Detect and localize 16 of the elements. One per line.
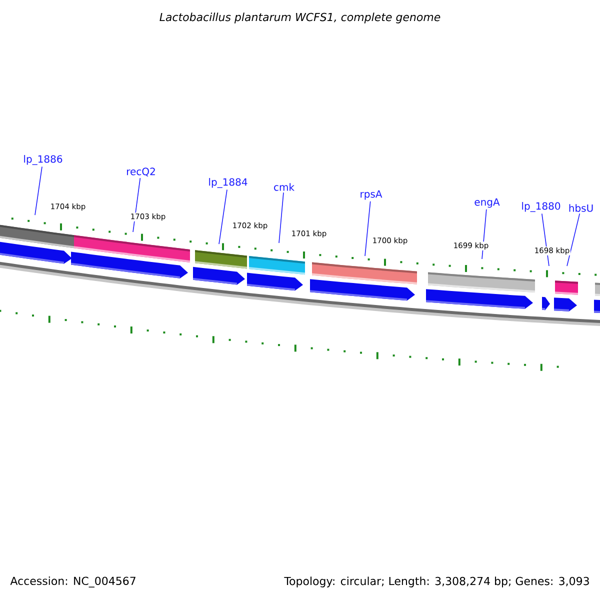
gene-label: recQ2 — [127, 168, 155, 176]
leader-line — [34, 166, 42, 216]
gene-label: cmk — [274, 183, 294, 191]
gene-label: hbsU — [569, 204, 593, 212]
gene-label: rpsA — [360, 190, 382, 200]
gene-label: lp_1886 — [24, 155, 62, 165]
footer-text: Accession: NC_004567 — [10, 576, 136, 588]
footer-text: Topology: circular; Length: 3,308,274 bp; Genes: 3,093 — [284, 576, 589, 588]
gene-label: lp_1880 — [522, 202, 560, 212]
leader-line — [278, 192, 284, 244]
leader-line — [364, 200, 371, 256]
gene-label: lp_1884 — [209, 178, 248, 188]
gene-label: engA — [474, 198, 500, 208]
title: Lactobacillus plantarum WCFS1, complete genome — [160, 12, 440, 24]
leader-line — [218, 189, 228, 244]
leader-line — [566, 213, 580, 266]
